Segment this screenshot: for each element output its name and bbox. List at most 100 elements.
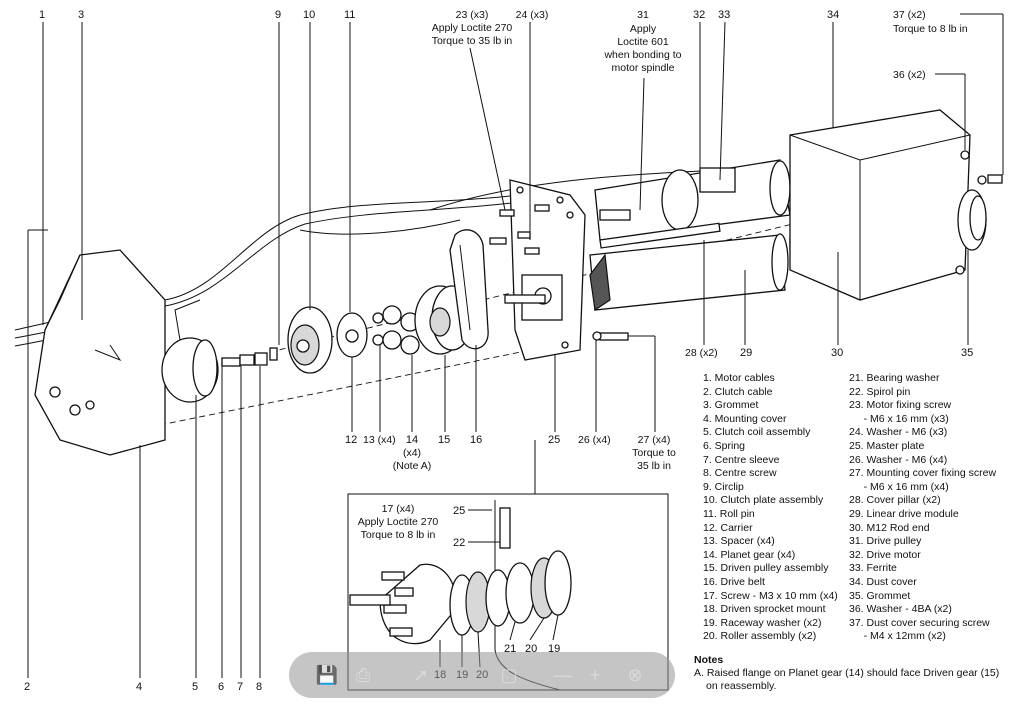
viewer-toolbar: 💾 ⎙ ➚ ▢ — + ⊗ [289,652,675,698]
callout-13: 13 (x4) [363,434,396,446]
legend-item: 15. Driven pulley assembly [703,562,829,575]
legend-item: 6. Spring [703,439,746,452]
inset-callout-25: 25 [453,505,465,517]
notes-title: Notes [694,654,724,666]
legend-item: 18. Driven sprocket mount [703,603,826,616]
clutch-plate-assembly [287,306,333,374]
callout-26: 26 (x4) [578,434,611,446]
legend-item: 35. Grommet [849,589,911,602]
inset-callout-22: 22 [453,537,465,549]
spring-sleeve-screw [221,347,278,367]
callout-25: 25 [548,434,560,446]
legend-item: 9. Circlip [703,480,744,493]
notes-line-1: A. Raised flange on Planet gear (14) sho… [694,667,1000,679]
callout-8: 8 [256,681,262,693]
callout-14: 14 [406,434,418,446]
legend-item: 19. Raceway washer (x2) [703,616,822,629]
legend-item: 12. Carrier [703,521,753,534]
notes-line-2: on reassembly. [706,680,777,692]
legend-item: 30. M12 Rod end [849,521,930,534]
master-plate [504,179,586,361]
callout-28: 28 (x2) [685,347,718,359]
callout-31-note-b: Loctite 601 [617,36,669,48]
callout-15: 15 [438,434,450,446]
grommet [957,189,987,251]
callout-29: 29 [740,347,752,359]
carrier [336,295,368,358]
notes: Notes A. Raised flange on Planet gear (1… [694,654,1014,693]
legend-item: 34. Dust cover [849,575,917,588]
legend-item: 10. Clutch plate assembly [703,494,824,507]
callout-23-note-b: Torque to 35 lb in [432,35,513,47]
legend-item: 8. Centre screw [703,467,777,480]
callout-30: 30 [831,347,843,359]
screws-washers [489,204,629,341]
callout-3: 3 [78,9,84,21]
callout-10: 10 [303,9,315,21]
legend-item: 20. Roller assembly (x2) [703,630,817,643]
legend-item: 37. Dust cover securing screw [849,616,990,629]
clutch-coil-assembly [161,299,219,403]
callout-31-note-d: motor spindle [611,62,674,74]
legend-item: 24. Washer - M6 (x3) [849,426,948,439]
legend-item: - M4 x 12mm (x2) [849,630,946,643]
callout-36: 36 (x2) [893,69,926,81]
callout-6: 6 [218,681,224,693]
callout-7: 7 [237,681,243,693]
drive-belt [449,229,489,350]
legend-item: 36. Washer - 4BA (x2) [849,603,952,616]
callout-9: 9 [275,9,281,21]
legend-item: 25. Master plate [849,439,925,452]
legend-item: 13. Spacer (x4) [703,535,775,548]
inset-callout-17-note-a: Apply Loctite 270 [358,516,439,528]
legend-item: 4. Mounting cover [703,412,787,425]
callout-23: 23 (x3) [456,9,489,21]
legend-item: 5. Clutch coil assembly [703,426,811,439]
callout-labels: 1 3 9 10 11 23 (x3) Apply Loctite 270 To… [24,9,973,693]
callout-2: 2 [24,681,30,693]
callout-37-note: Torque to 8 lb in [893,23,968,35]
callout-33: 33 [718,9,730,21]
callout-31-note-a: Apply [630,23,657,35]
callout-16: 16 [470,434,482,446]
print-icon[interactable]: ⎙ [355,665,371,685]
legend-item: 28. Cover pillar (x2) [849,494,941,507]
legend-item: 22. Spirol pin [849,385,911,398]
close-icon[interactable]: ⊗ [627,665,643,685]
callout-14-qty: (x4) [403,447,421,459]
legend-item: 1. Motor cables [703,372,775,384]
callout-27-note-b: 35 lb in [637,460,671,472]
cover-pillars [599,222,721,249]
callout-32: 32 [693,9,705,21]
callout-31-note-c: when bonding to [603,49,681,61]
legend-item: 14. Planet gear (x4) [703,548,796,561]
legend-item: 26. Washer - M6 (x4) [849,453,948,466]
callout-34: 34 [827,9,839,21]
legend-item: 7. Centre sleeve [703,453,780,466]
callout-14-note: (Note A) [393,460,432,472]
save-icon[interactable]: 💾 [315,665,339,685]
callout-37: 37 (x2) [893,9,926,21]
callout-24: 24 (x3) [516,9,549,21]
inset-callout-17-note-b: Torque to 8 lb in [361,529,436,541]
legend-item: 11. Roll pin [703,507,755,520]
dust-cover-screw [977,174,1003,185]
inset-callout-17: 17 (x4) [382,503,415,515]
dust-cover [789,109,971,301]
zoom-in-icon[interactable]: + [589,665,601,685]
callout-31: 31 [637,9,649,21]
callout-12: 12 [345,434,357,446]
zoom-out-icon[interactable]: — [554,665,572,685]
legend-item: 3. Grommet [703,399,759,412]
page-icon[interactable]: ▢ [500,665,518,685]
legend-item: 27. Mounting cover fixing screw [849,467,997,480]
pointer-icon[interactable]: ➚ [413,665,429,685]
legend-item: 29. Linear drive module [849,507,959,520]
legend-item: 16. Drive belt [703,575,765,588]
legend-item: 32. Drive motor [849,548,921,561]
callout-27: 27 (x4) [638,434,671,446]
callout-27-note-a: Torque to [632,447,676,459]
legend-item: 33. Ferrite [849,562,897,575]
